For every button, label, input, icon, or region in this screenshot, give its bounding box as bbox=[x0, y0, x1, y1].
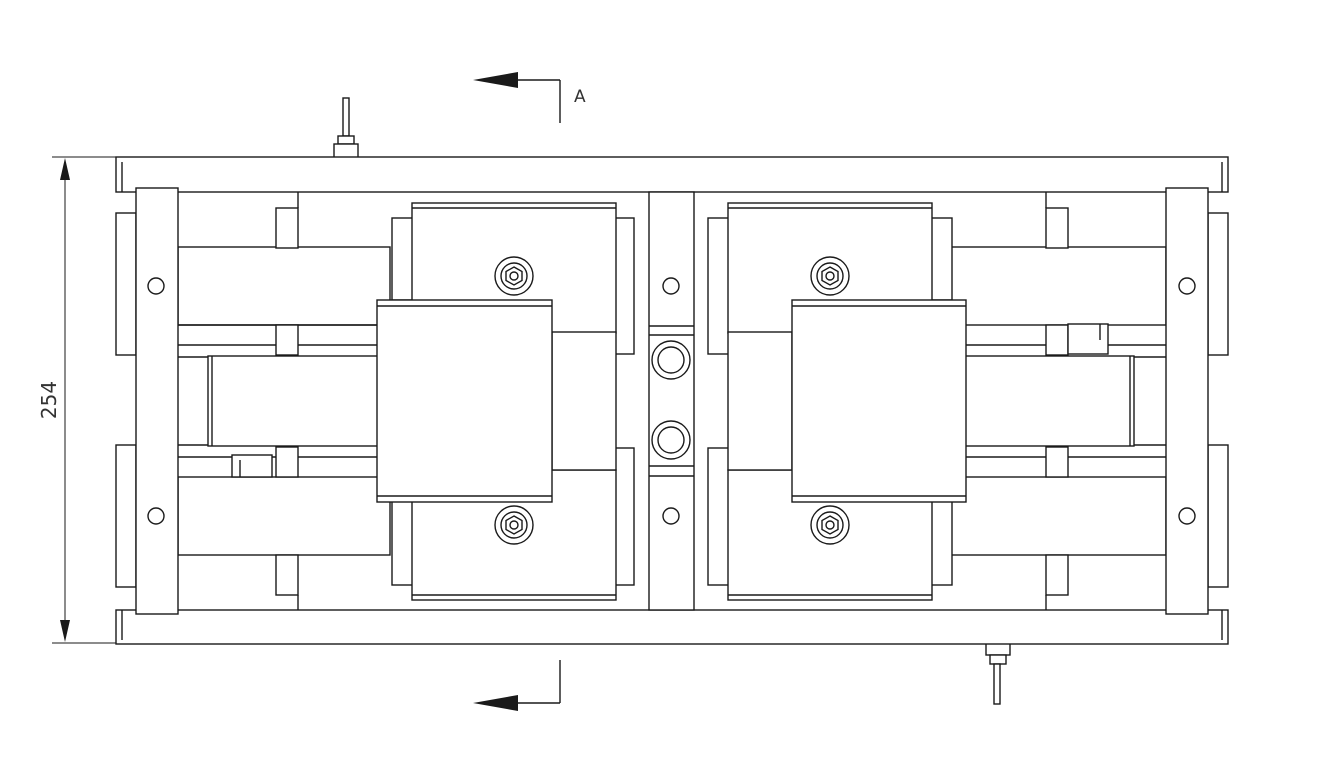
center-column bbox=[648, 191, 695, 611]
shaft-right bbox=[963, 323, 1135, 447]
section-label: A bbox=[574, 87, 586, 107]
dimension-label: 254 bbox=[37, 381, 61, 419]
end-plate-left bbox=[135, 187, 179, 615]
bottom-fitting bbox=[985, 642, 1011, 705]
top-fitting bbox=[333, 97, 359, 159]
dimension-height bbox=[52, 156, 118, 644]
carriage-right-bottom bbox=[707, 447, 953, 601]
section-marker-top bbox=[473, 72, 561, 123]
section-marker-bottom bbox=[473, 660, 561, 711]
rail-clamps bbox=[115, 192, 1229, 610]
end-plate-right bbox=[1165, 187, 1209, 615]
slider-block-right bbox=[727, 299, 967, 503]
shaft-left bbox=[207, 355, 381, 478]
carriage-left-bottom bbox=[391, 447, 635, 601]
slider-block-left bbox=[376, 299, 617, 503]
